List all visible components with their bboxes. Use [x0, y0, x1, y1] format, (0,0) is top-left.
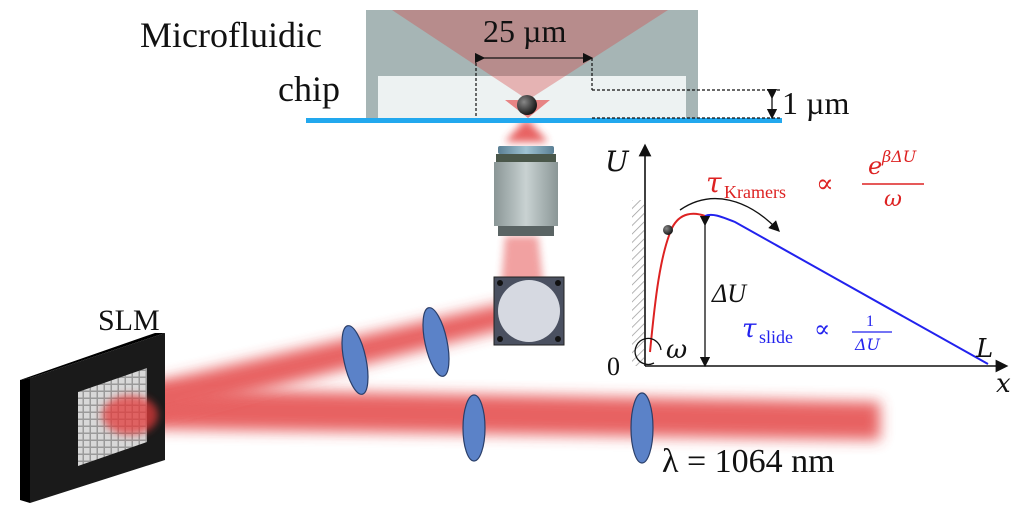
slm-beam-spot [102, 395, 158, 435]
origin-label: 0 [607, 352, 620, 381]
lenses [341, 307, 654, 464]
chip-right-wall [686, 10, 698, 118]
mirror-screw-3 [497, 336, 503, 342]
objective-body [494, 162, 558, 226]
objective-base [498, 226, 554, 236]
beam-to-trap [505, 120, 548, 142]
escape-path-arrow [679, 197, 780, 232]
kramers-denominator: ω [884, 187, 902, 212]
kramers-tau: τ [706, 166, 722, 199]
objective-top-ring [498, 146, 554, 154]
potential-kramers-segment [649, 212, 706, 353]
potential-slide-segment [704, 213, 989, 365]
x-axis-label: x [996, 369, 1011, 399]
slm-top [20, 333, 165, 380]
kramers-numerator: e [868, 152, 882, 180]
slm-side [20, 378, 30, 503]
chip-label-line2: chip [278, 69, 340, 109]
chip-left-wall [366, 10, 378, 118]
reflected-beam [120, 303, 512, 426]
lens-1 [341, 325, 369, 395]
end-point-label: L [975, 334, 993, 364]
slide-denominator: ΔU [854, 335, 881, 354]
hard-wall-hatch [632, 200, 644, 366]
y-axis-label: U [605, 145, 630, 178]
energy-landscape-plot: U x 0 ΔU L ω τ Kramers ∝ e βΔU ω τ slide… [605, 143, 1011, 399]
width-dim-label: 25 µm [483, 13, 566, 49]
microfluidic-chip: Microfluidic chip 25 µm 1 µm [140, 10, 849, 123]
dichroic-mirror [493, 276, 565, 346]
slide-formula: τ slide ∝ 1 ΔU [742, 313, 892, 354]
kramers-subscript: Kramers [724, 182, 786, 202]
barrier-label: ΔU [711, 279, 748, 308]
slide-tau: τ [742, 314, 757, 344]
trapped-bead [517, 95, 537, 115]
slide-numerator: 1 [866, 313, 874, 330]
slide-prop: ∝ [814, 315, 830, 343]
lens-2 [422, 307, 450, 377]
mirror-screw-2 [555, 280, 561, 286]
input-beam [110, 388, 880, 440]
dimension-lines [475, 58, 782, 119]
well-curvature-arc [634, 337, 662, 366]
kramers-prop: ∝ [816, 169, 834, 199]
chip-ceiling [378, 10, 686, 76]
laser-beams [110, 120, 880, 440]
slide-subscript: slide [759, 327, 793, 347]
kramers-exponent: βΔU [881, 147, 917, 166]
chip-label-line1: Microfluidic [140, 15, 322, 55]
lens-4 [630, 392, 654, 464]
mirror-screw-4 [555, 336, 561, 342]
escaping-bead [663, 225, 673, 235]
slm: SLM [20, 304, 165, 503]
kramers-formula: τ Kramers ∝ e βΔU ω [706, 147, 924, 212]
mirror-surface [498, 280, 560, 342]
wavelength-label: λ = 1064 nm [662, 443, 835, 480]
omega-label: ω [666, 335, 687, 365]
coverslip [306, 118, 782, 123]
height-dim-label: 1 µm [782, 85, 849, 121]
objective-lens [494, 146, 558, 236]
slm-label: SLM [98, 304, 160, 337]
mirror-screw-1 [497, 280, 503, 286]
lens-3 [462, 394, 486, 462]
objective-knurl [496, 154, 556, 162]
